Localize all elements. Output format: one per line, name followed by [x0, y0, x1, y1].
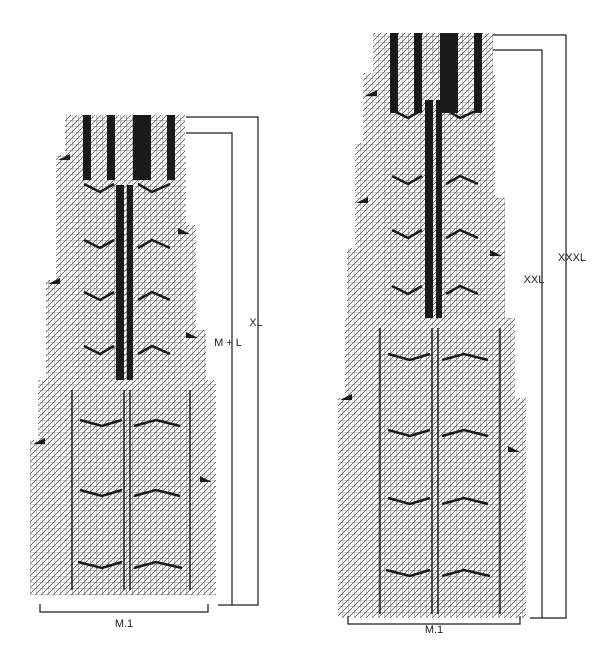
left-chart-size-brackets	[186, 116, 259, 606]
right-bottom-label: M.1	[425, 624, 443, 636]
left-chart-bottom-bracket	[39, 604, 209, 613]
right-chart-chevrons	[385, 108, 491, 578]
left-chart: XL M + L M.1	[30, 115, 263, 630]
right-chart-cable-columns	[390, 33, 482, 318]
right-chart-size-brackets	[493, 34, 567, 619]
left-size-label-m-l: M + L	[214, 337, 242, 349]
left-chart-divider-columns	[71, 390, 191, 590]
left-chart-cable-columns	[83, 115, 175, 380]
left-chart-chevrons	[77, 182, 183, 570]
right-chart-bottom-bracket	[347, 616, 521, 625]
right-chart-divider-columns	[379, 328, 501, 614]
left-chart-triangle-markers	[33, 154, 212, 482]
left-bottom-label: M.1	[115, 618, 133, 630]
right-size-label-xxxl: XXXL	[558, 252, 586, 264]
right-chart-triangle-markers	[340, 90, 520, 452]
right-size-label-xxl: XXL	[524, 274, 545, 286]
left-size-label-xl: XL	[249, 317, 262, 329]
right-chart: XXXL XXL M.1	[338, 33, 586, 636]
